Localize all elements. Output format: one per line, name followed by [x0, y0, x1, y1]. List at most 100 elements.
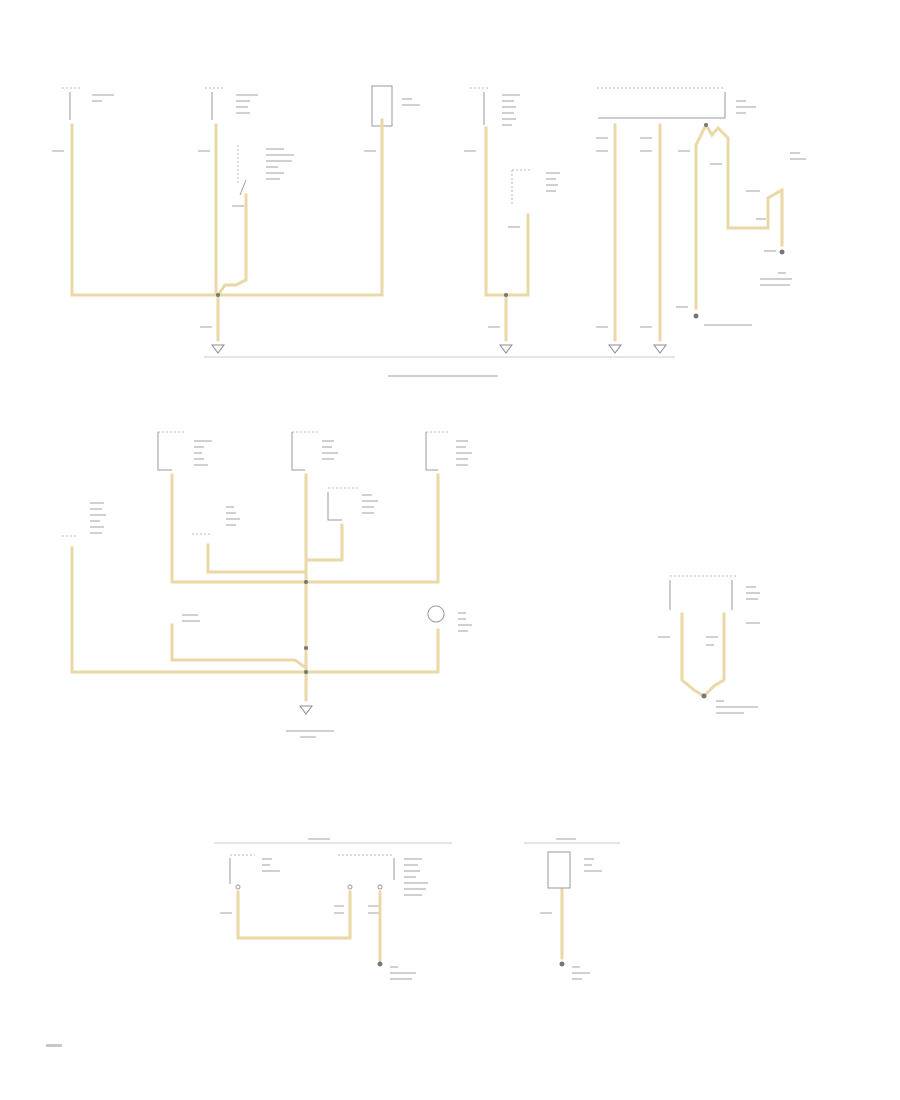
label-block — [286, 730, 334, 732]
ground-symbol — [299, 705, 313, 715]
label-block — [322, 440, 334, 442]
label-block — [390, 972, 416, 974]
label-block — [572, 978, 582, 980]
label-block — [746, 592, 760, 594]
label-block — [572, 966, 580, 968]
label-block — [456, 458, 468, 460]
switch-contact — [239, 179, 247, 196]
label-block — [760, 284, 790, 286]
connector-pin — [377, 884, 383, 890]
label-block — [322, 446, 332, 448]
label-block — [368, 905, 380, 907]
label-block — [90, 520, 100, 522]
component-box — [547, 851, 571, 889]
label-block — [90, 532, 102, 534]
label-block — [236, 100, 250, 102]
label-block — [596, 150, 608, 152]
label-block — [546, 190, 556, 192]
component-outline — [291, 432, 305, 471]
label-block — [194, 446, 204, 448]
label-block — [704, 324, 752, 326]
label-block — [362, 506, 374, 508]
label-block — [362, 494, 372, 496]
label-block — [456, 452, 472, 454]
label-block — [502, 112, 514, 114]
label-block — [404, 876, 416, 878]
bottom-right-circuit — [524, 838, 620, 980]
label-block — [746, 586, 756, 588]
label-block — [334, 912, 344, 914]
label-block — [464, 150, 476, 152]
component-outline — [598, 92, 726, 119]
label-block — [640, 137, 652, 139]
label-block — [546, 184, 558, 186]
label-block — [760, 278, 792, 280]
label-block — [716, 712, 744, 714]
label-block — [262, 864, 270, 866]
wire-right-loop — [484, 126, 530, 297]
label-block — [266, 166, 278, 168]
label-block — [706, 644, 714, 646]
label-block — [322, 458, 334, 460]
splice-dot — [216, 293, 220, 297]
middle-circuit — [62, 431, 472, 738]
label-block — [92, 100, 102, 102]
label-block — [678, 150, 690, 152]
label-block — [194, 440, 212, 442]
wire-middle-branch-right — [304, 523, 344, 562]
label-block — [404, 894, 422, 896]
label-block — [334, 905, 344, 907]
page-code-block — [46, 1044, 62, 1047]
right-component-circuit — [658, 575, 760, 714]
label-block — [404, 858, 422, 860]
label-block — [502, 94, 520, 96]
label-block — [322, 452, 338, 454]
label-block — [596, 326, 608, 328]
top-left-circuit — [52, 85, 420, 354]
label-block — [266, 154, 294, 156]
label-block — [226, 524, 236, 526]
label-block — [572, 972, 590, 974]
label-block — [90, 508, 102, 510]
label-block — [362, 500, 378, 502]
label-block — [746, 190, 760, 192]
label-block — [266, 160, 292, 162]
ground-stud — [701, 693, 707, 699]
connector-pin — [235, 884, 241, 890]
label-block — [456, 446, 466, 448]
bottom-left-circuit — [214, 838, 452, 980]
label-block — [404, 882, 428, 884]
ground-symbol — [499, 344, 513, 354]
ground-stud — [559, 961, 565, 967]
label-block — [182, 614, 198, 616]
label-block — [716, 706, 758, 708]
label-block — [226, 506, 234, 508]
label-block — [194, 458, 204, 460]
label-block — [458, 612, 466, 614]
wire-middle-bottom-loop — [70, 546, 440, 674]
label-block — [546, 172, 560, 174]
label-block — [640, 326, 652, 328]
splice-dot — [504, 293, 508, 297]
label-block — [458, 624, 472, 626]
label-block — [402, 104, 420, 106]
label-block — [584, 870, 602, 872]
label-block — [502, 100, 514, 102]
ground-stud — [693, 313, 699, 319]
ground-symbol — [211, 344, 225, 354]
label-block — [390, 966, 398, 968]
label-block — [502, 124, 512, 126]
wire-switch — [215, 193, 248, 298]
label-block — [546, 178, 556, 180]
label-block — [746, 598, 758, 600]
label-block — [596, 137, 608, 139]
wire-harness-branch — [703, 122, 784, 247]
label-block — [790, 152, 800, 154]
label-block — [52, 150, 64, 152]
label-block — [236, 112, 250, 114]
label-block — [90, 514, 106, 516]
label-block — [198, 150, 210, 152]
top-right-circuit — [464, 87, 560, 354]
label-block — [746, 622, 760, 624]
